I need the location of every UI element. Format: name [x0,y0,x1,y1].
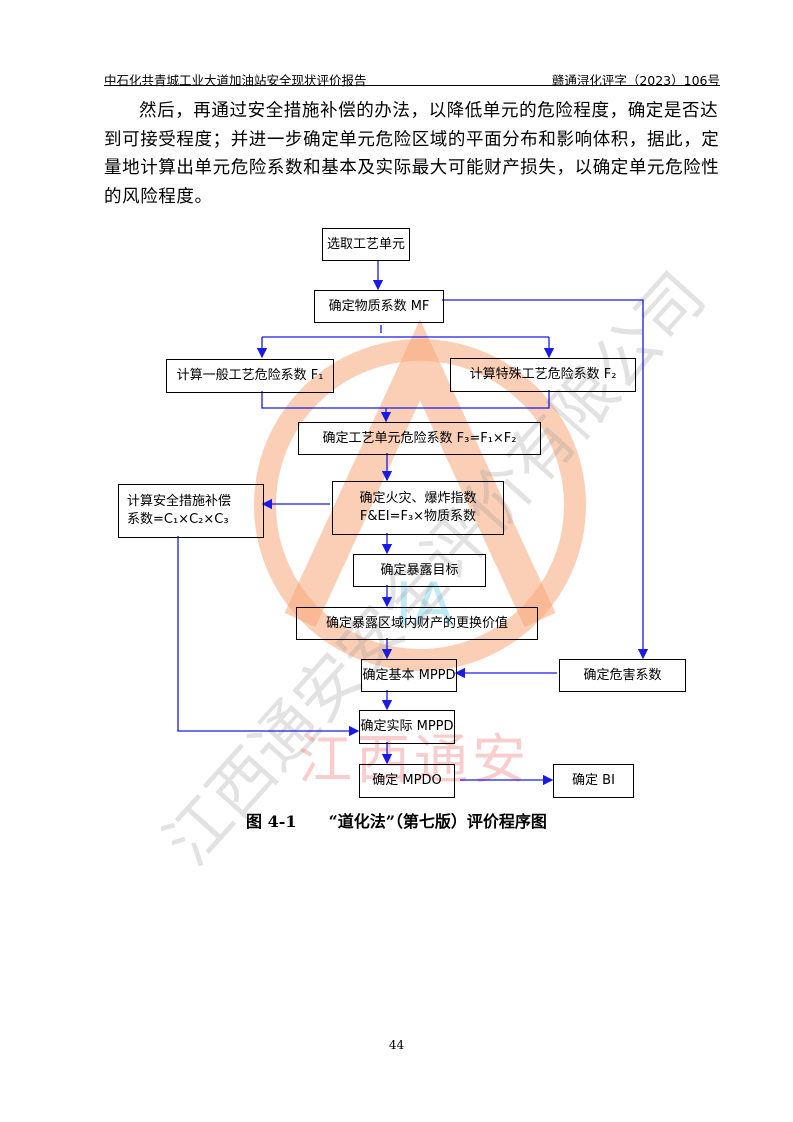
figure-caption: 图 4-1 “道化法”（第七版）评价程序图 [246,812,547,831]
header-title: 中石化共青城工业大道加油站安全现状评价报告 [104,73,367,88]
body-paragraph: 然后，再通过安全措施补偿的办法，以降低单元的危险程度，确定是否达到可接受程度；并… [104,101,720,207]
box-basic-mppd: 确定基本 MPPD [361,659,457,692]
box-mpdo: 确定 MPDO [359,764,455,798]
safety-line2: 系数=C₁×C₂×C₃ [127,512,229,527]
box-safety-credit: 计算安全措施补偿 系数=C₁×C₂×C₃ [118,484,264,538]
safety-line1: 计算安全措施补偿 [127,494,232,509]
box-material-factor: 确定物质系数 MF [314,290,444,323]
box-replacement-value: 确定暴露区域内财产的更换价值 [296,607,538,640]
box-fire-explosion-index: 确定火灾、爆炸指数 F&EI=F₃×物质系数 [332,481,504,535]
page-number: 44 [388,1038,405,1052]
header-doc-number: 赣通浔化评字（2023）106号 [551,73,720,88]
box-select-unit: 选取工艺单元 [322,228,410,261]
box-damage-factor: 确定危害系数 [559,659,686,692]
box-exposure-target: 确定暴露目标 [353,554,486,587]
fei-line2: F&EI=F₃×物质系数 [359,509,477,524]
box-actual-mppd: 确定实际 MPPD [359,710,455,744]
box-f1: 计算一般工艺危险系数 F₁ [166,359,334,393]
box-f3: 确定工艺单元危险系数 F₃=F₁×F₂ [298,422,541,455]
fei-line1: 确定火灾、爆炸指数 [359,491,477,506]
box-bi: 确定 BI [553,764,634,798]
arrow [442,299,649,660]
header-rule [104,85,720,86]
box-f2: 计算特殊工艺危险系数 F₂ [450,358,636,392]
arrow [177,536,360,737]
